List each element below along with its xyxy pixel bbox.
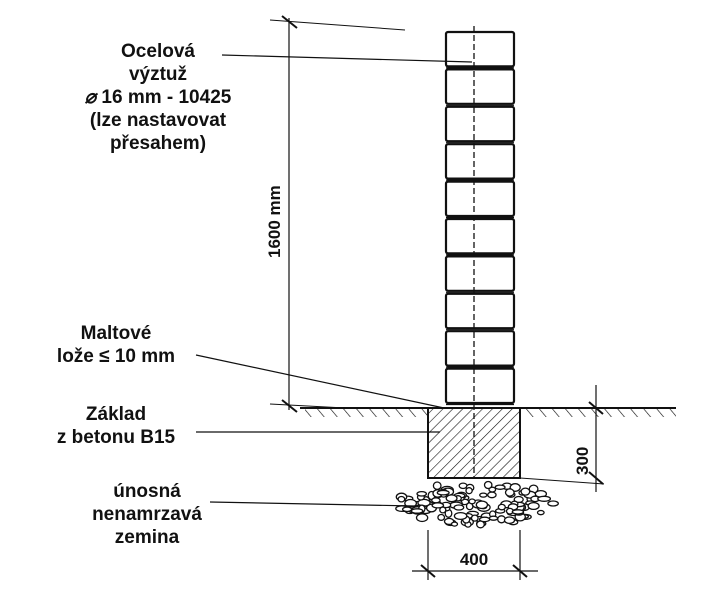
gravel-pebble [416,490,428,497]
gravel-pebble [453,504,465,511]
column-block [444,180,516,218]
gravel-pebble [450,521,459,527]
gravel-pebble [401,506,413,513]
gravel-pebble [475,500,489,510]
gravel-pebble [483,480,493,490]
column-block [444,105,516,143]
gravel-pebble [415,513,429,523]
reinforcement-label: Ocelová výztuž ⌀ 16 mm - 10425 (lze nast… [58,40,258,155]
gravel-pebble [397,495,406,503]
gravel-pebble [468,498,476,505]
gravel-pebble [527,501,540,511]
column-block [444,330,516,367]
mortar-leader [195,354,445,409]
concrete-foundation [427,407,521,479]
gravel-pebble [547,500,559,507]
depth-dimension: 300 [519,385,605,492]
gravel-pebble [503,516,516,525]
reinforcement-label-line2: výztuž [128,64,188,85]
reinforcement-leader [221,54,473,63]
gravel-pebble [432,481,442,491]
reinforcement-label-line1: Ocelová [121,41,195,62]
ground-surface [300,407,676,417]
leader-lines [195,54,473,507]
bearing-soil-gravel [395,480,559,529]
mortar-bed-label: Maltové lože ≤ 10 mm [26,322,206,368]
gravel-pebble [445,494,458,503]
mortar-bed-label-line2: lože ≤ 10 mm [56,346,176,367]
width-dimension-text: 400 [460,550,488,569]
gravel-pebble [465,487,473,495]
width-dimension: 400 [412,530,538,580]
reinforcement-label-line5: přesahem) [109,133,207,154]
gravel-pebble [479,492,488,498]
gravel-pebble [410,508,424,514]
column-block [444,217,516,255]
gravel-pebble [453,511,468,521]
soil-label-line3: zemina [114,527,180,548]
gravel-pebble [497,503,506,511]
soil-label-line2: nenamrzavá [92,504,202,525]
gravel-pebble [504,488,515,497]
gravel-pebble [537,495,552,502]
soil-label: únosná nenamrzavá zemina [62,480,232,549]
foundation-label: Základ z betonu B15 [36,403,196,449]
gravel-pebble [487,491,497,499]
foundation-label-line2: z betonu B15 [56,427,176,448]
column-block [444,367,516,405]
reinforcement-label-line3: ⌀ 16 mm - 10425 [58,86,258,109]
gravel-pebble [431,502,445,509]
reinforcement-diameter-text: 16 mm - 10425 [101,87,232,108]
gravel-pebble [431,497,441,504]
soil-leader [209,501,416,507]
gravel-pebble [437,513,446,521]
diameter-icon: ⌀ [84,87,97,108]
column-block [444,292,516,330]
gravel-pebble [488,515,499,521]
gravel-pebble [439,506,447,514]
reinforcement-label-line4: (lze nastavovat [89,110,227,131]
gravel-pebble [520,487,531,496]
column-block [444,30,516,68]
mortar-bed-label-line1: Maltové [80,323,152,344]
gravel-pebble [436,489,450,496]
column-block [444,255,516,292]
foundation-label-line1: Základ [85,404,147,425]
gravel-pebble [536,509,545,516]
column-blocks [444,30,516,406]
gravel-pebble [511,509,525,515]
soil-label-line1: únosná [113,481,181,502]
column-block [444,68,516,105]
gravel-pebble [470,514,479,522]
gravel-pebble [478,516,491,523]
depth-dimension-text: 300 [573,447,592,475]
height-dimension: 1600 mm [265,15,406,413]
gravel-pebble [494,484,506,490]
height-dimension-text: 1600 mm [265,185,284,258]
column-block [444,143,516,180]
